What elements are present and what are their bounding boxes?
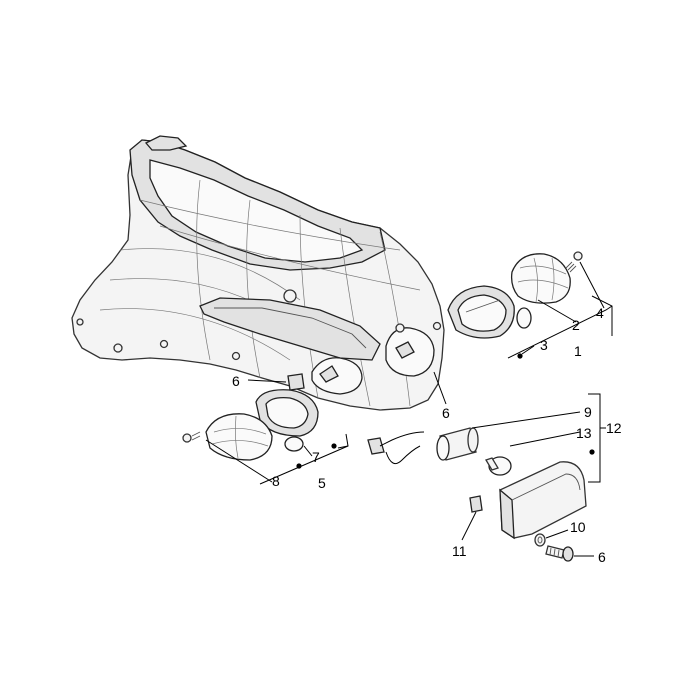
left-indicator-assembly [182, 373, 319, 461]
callout-6-center: 6 [442, 405, 450, 421]
left-clip-nut [287, 373, 305, 391]
callout-9: 9 [584, 404, 592, 420]
callout-12: 12 [606, 420, 622, 436]
callout-4: 4 [596, 305, 604, 321]
cover-washer [534, 533, 546, 547]
callout-8: 8 [272, 473, 280, 489]
callout-2: 2 [572, 317, 580, 333]
right-indicator-assembly [447, 251, 583, 339]
callout-11: 11 [452, 543, 467, 559]
right-indicator-lens [510, 253, 571, 304]
rear-bulb [485, 456, 512, 476]
callout-6-right: 6 [598, 549, 606, 565]
callout-3: 3 [540, 337, 548, 353]
left-indicator-lens [205, 413, 273, 461]
light-cover [499, 461, 587, 540]
callout-5: 5 [318, 475, 326, 491]
front-shield [71, 135, 445, 411]
cover-screw [545, 545, 574, 562]
leader-lines [205, 261, 613, 557]
right-indicator-screw [565, 251, 583, 273]
callout-6-left: 6 [232, 373, 240, 389]
left-indicator-bulb [284, 436, 304, 452]
reference-dots [296, 353, 595, 469]
socket-and-cover-assembly [367, 427, 587, 562]
wire-connector [367, 437, 385, 455]
callout-10: 10 [570, 519, 586, 535]
cover-clip-nut [469, 495, 483, 513]
right-indicator-bulb [516, 307, 532, 329]
callout-1: 1 [574, 343, 582, 359]
callout-13: 13 [576, 425, 592, 441]
left-indicator-screw [182, 431, 201, 443]
callout-7: 7 [312, 449, 320, 465]
bulb-socket [436, 427, 479, 461]
callouts: 1 2 3 4 5 6 6 6 7 8 9 10 11 12 13 [232, 305, 622, 565]
